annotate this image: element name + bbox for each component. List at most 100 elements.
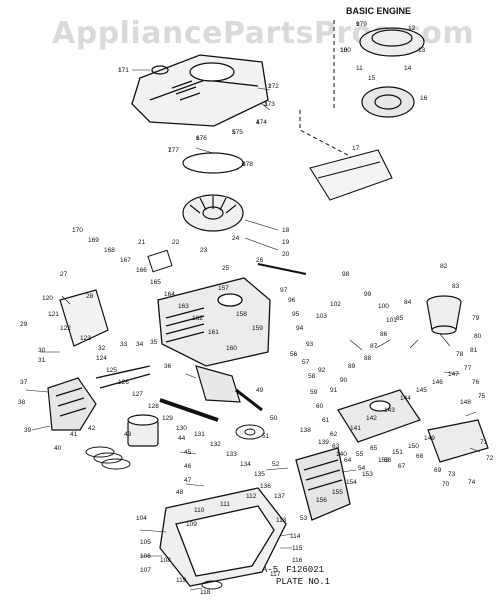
part-number-label: 150 — [408, 443, 419, 450]
part-number-label: 74 — [468, 479, 476, 486]
part-number-label: 102 — [330, 301, 341, 308]
part-number-label: 69 — [434, 467, 442, 474]
blower-housing[interactable] — [131, 54, 269, 127]
part-number-label: 81 — [470, 347, 478, 354]
part-number-label: 90 — [340, 377, 348, 384]
part-number-label: 172 — [268, 83, 279, 90]
piston[interactable] — [127, 414, 159, 447]
part-number-label: 94 — [296, 325, 304, 332]
part-number-label: 38 — [18, 399, 26, 406]
part-number-label: 149 — [424, 435, 435, 442]
part-number-label: 42 — [88, 425, 96, 432]
part-number-label: 1 — [118, 67, 122, 74]
leader-lines — [25, 69, 481, 591]
part-number-label: 63 — [332, 443, 340, 450]
part-number-label: 3 — [264, 101, 268, 108]
gasket-ring[interactable] — [182, 152, 244, 174]
crankshaft[interactable] — [195, 365, 263, 412]
part-number-label: 157 — [218, 285, 229, 292]
part-number-label: 104 — [136, 515, 147, 522]
part-number-label: 86 — [380, 331, 388, 338]
part-number-label: 174 — [256, 119, 267, 126]
part-number-label: 22 — [172, 239, 180, 246]
part-number-label: 165 — [150, 279, 161, 286]
part-number-label: 144 — [400, 395, 411, 402]
part-number-label: 2 — [268, 83, 272, 90]
part-number-label: 130 — [176, 425, 187, 432]
part-number-label: 173 — [264, 101, 275, 108]
part-number-label: 141 — [350, 425, 361, 432]
part-number-label: 85 — [396, 315, 404, 322]
part-number-label: 131 — [194, 431, 205, 438]
part-number-label: 35 — [150, 339, 158, 346]
part-number-label: 79 — [472, 315, 480, 322]
part-number-label: 111 — [220, 501, 230, 508]
part-number-label: 132 — [210, 441, 221, 448]
part-number-label: 10 — [340, 47, 348, 54]
part-number-label: 39 — [24, 427, 32, 434]
crankcase-sump[interactable] — [159, 487, 287, 587]
piston-rings[interactable] — [85, 446, 131, 470]
cylinder-block[interactable] — [157, 277, 271, 367]
part-number-label: 47 — [184, 477, 192, 484]
cylinder-head[interactable] — [47, 377, 97, 431]
part-number-label: 56 — [290, 351, 298, 358]
part-number-label: 122 — [60, 325, 71, 332]
part-number-label: 142 — [366, 415, 377, 422]
part-number-label: 159 — [252, 325, 263, 332]
part-number-label: 64 — [344, 457, 352, 464]
part-number-label: 147 — [448, 371, 459, 378]
air-cleaner[interactable] — [426, 295, 462, 335]
part-number-label: 21 — [138, 239, 146, 246]
part-number-label: 41 — [70, 431, 78, 438]
part-number-label: 126 — [118, 379, 129, 386]
carburetor[interactable] — [337, 389, 421, 443]
part-number-label: 95 — [292, 311, 300, 318]
part-number-label: 46 — [184, 463, 192, 470]
part-number-label: 115 — [292, 545, 303, 552]
part-number-label: 44 — [178, 435, 186, 442]
part-number-label: 30 — [38, 347, 46, 354]
part-number-label: 167 — [120, 257, 131, 264]
muffler[interactable] — [295, 447, 351, 521]
part-number-label: 17 — [352, 145, 360, 152]
recoil-starter[interactable] — [359, 27, 425, 118]
part-number-label: 58 — [308, 373, 316, 380]
part-number-label: 18 — [282, 227, 290, 234]
camshaft-gear[interactable] — [235, 424, 265, 440]
section-title: BASIC ENGINE — [346, 6, 411, 16]
part-number-label: 97 — [280, 287, 288, 294]
cylinder-baffle[interactable] — [59, 289, 109, 347]
part-number-label: 53 — [300, 515, 308, 522]
air-vane[interactable] — [147, 249, 173, 273]
lever-rod[interactable] — [257, 263, 307, 275]
part-number-label: 120 — [42, 295, 53, 302]
part-number-label: 51 — [262, 433, 270, 440]
part-number-label: 29 — [20, 321, 28, 328]
valves[interactable] — [95, 365, 151, 389]
part-number-label: 124 — [96, 355, 107, 362]
part-number-label: 121 — [48, 311, 59, 318]
part-number-label: 155 — [332, 489, 343, 496]
part-number-label: 171 — [118, 67, 129, 74]
part-number-label: 84 — [404, 299, 412, 306]
part-number-label: 118 — [200, 589, 211, 596]
part-number-label: 91 — [330, 387, 338, 394]
part-number-label: 136 — [260, 483, 271, 490]
oil-seal[interactable] — [201, 580, 223, 590]
part-number-label: 156 — [316, 497, 327, 504]
plate-number: PLATE NO.1 — [276, 577, 330, 587]
part-number-label: 139 — [318, 439, 329, 446]
connecting-rod[interactable] — [159, 398, 219, 422]
part-number-label: 135 — [254, 471, 265, 478]
flywheel[interactable] — [182, 194, 244, 232]
shroud-plate[interactable] — [309, 149, 393, 201]
part-number-label: 109 — [186, 521, 197, 528]
part-number-label: 78 — [456, 351, 464, 358]
part-number-label: 37 — [20, 379, 28, 386]
part-number-label: 117 — [270, 571, 281, 578]
part-number-label: 9 — [356, 21, 360, 28]
fuel-tank[interactable] — [427, 419, 489, 463]
part-number-label: 36 — [164, 363, 172, 370]
